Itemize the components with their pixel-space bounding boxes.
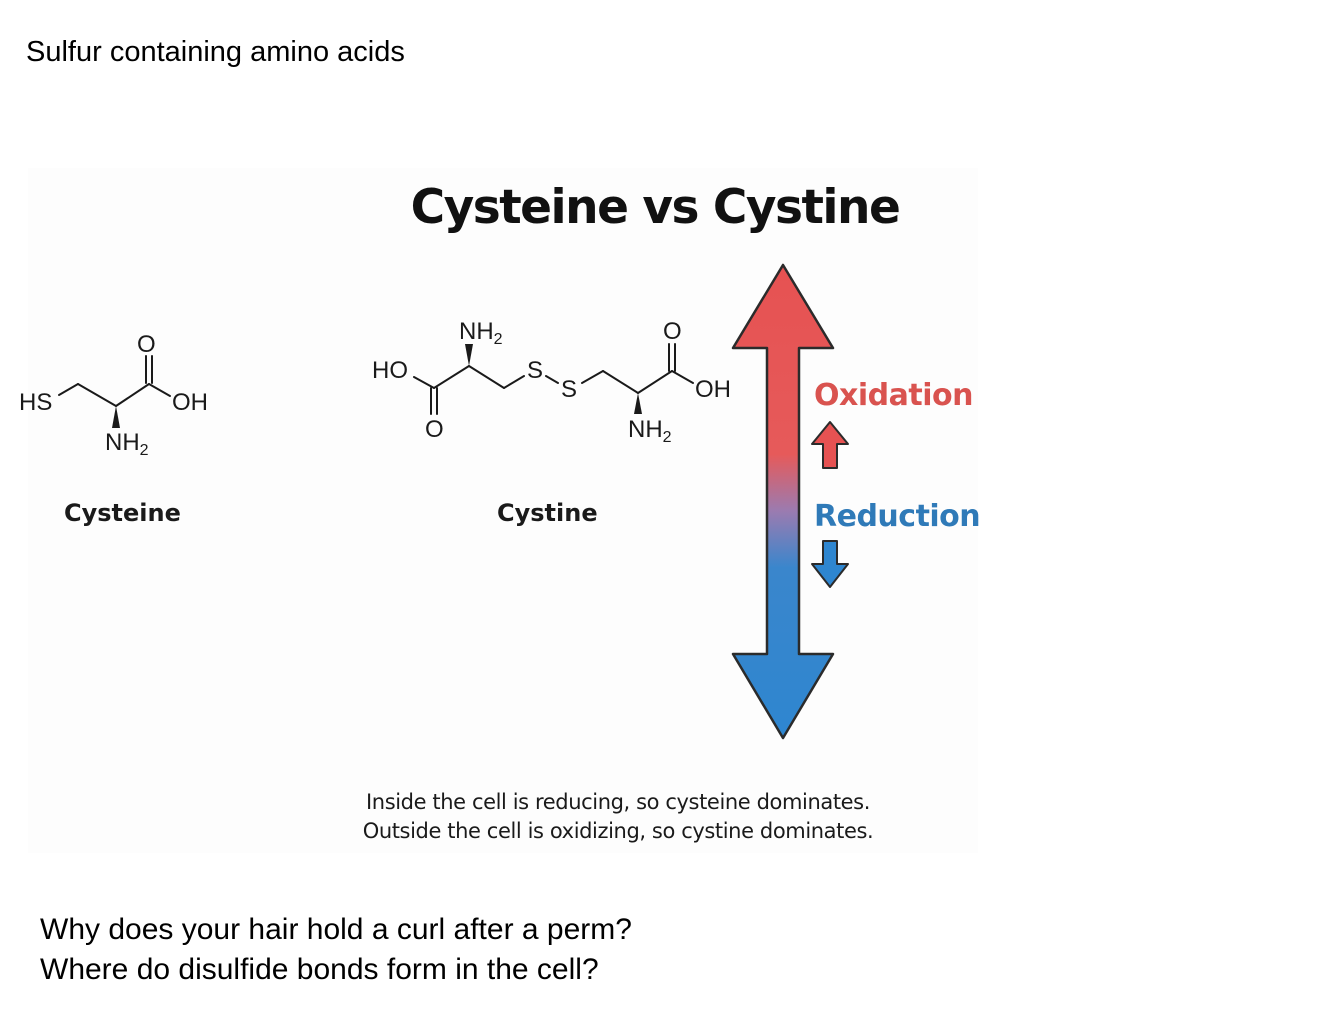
wedge-bond <box>465 344 473 366</box>
bond <box>602 370 639 394</box>
bond <box>468 365 505 389</box>
down-arrow-icon <box>811 540 849 588</box>
reduction-label: Reduction <box>814 499 981 534</box>
bond <box>58 383 79 396</box>
left-amine-label: NH2 <box>459 318 503 348</box>
caption-line-2: Outside the cell is oxidizing, so cystin… <box>362 819 874 843</box>
up-arrow-icon <box>811 421 849 469</box>
wedge-bond <box>634 393 642 414</box>
slide-title: Sulfur containing amino acids <box>26 36 405 68</box>
oxidation-label: Oxidation <box>814 378 973 413</box>
bond <box>637 370 673 394</box>
left-hydroxyl-label: HO <box>372 357 408 384</box>
carbonyl-oxygen-label: O <box>137 331 156 358</box>
bond <box>148 383 171 397</box>
question-2: Where do disulfide bonds form in the cel… <box>40 953 599 986</box>
caption-line-1: Inside the cell is reducing, so cysteine… <box>366 790 870 814</box>
bond <box>503 375 525 389</box>
left-carbonyl-oxygen-label: O <box>425 416 444 443</box>
disulfide-bond <box>545 375 559 384</box>
amine-label: NH2 <box>105 429 149 459</box>
sulfur-2-label: S <box>561 376 577 403</box>
question-1: Why does your hair hold a curl after a p… <box>40 913 632 946</box>
cystine-structure: HO O NH2 S S O OH NH2 <box>372 318 731 446</box>
bond <box>413 376 435 389</box>
double-headed-arrow-icon <box>731 263 835 740</box>
thiol-label: HS <box>19 389 52 416</box>
right-carbonyl-oxygen-label: O <box>663 318 682 345</box>
bond <box>115 383 150 407</box>
hydroxyl-label: OH <box>172 389 208 416</box>
bond <box>581 370 604 384</box>
sulfur-1-label: S <box>527 357 543 384</box>
cystine-label: Cystine <box>497 499 598 527</box>
bond <box>671 370 694 384</box>
bond <box>433 365 470 389</box>
cysteine-structure: HS O OH NH2 <box>19 331 208 459</box>
wedge-bond <box>112 406 120 428</box>
right-amine-label: NH2 <box>628 416 672 446</box>
cysteine-label: Cysteine <box>64 499 181 527</box>
right-hydroxyl-label: OH <box>695 376 731 403</box>
bond <box>77 383 117 407</box>
figure-panel <box>28 168 978 853</box>
diagram-title: Cysteine vs Cystine <box>410 180 901 235</box>
